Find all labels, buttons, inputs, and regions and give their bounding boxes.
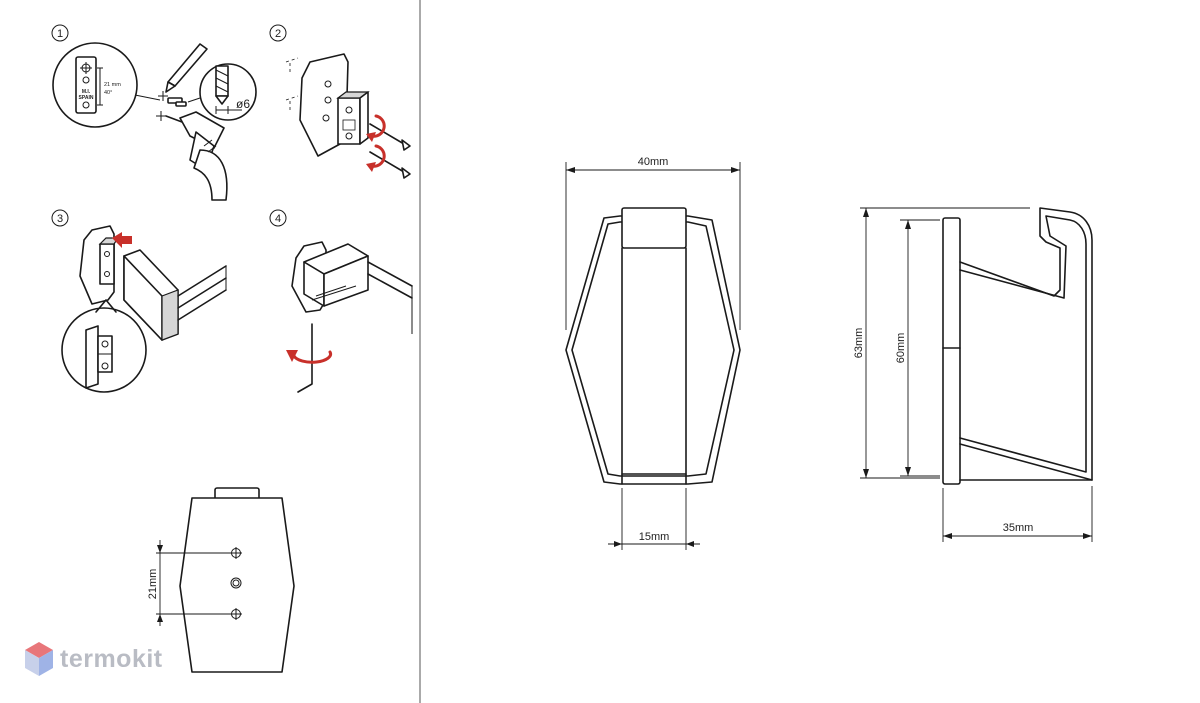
hole-spacing-dimension: 21mm	[147, 540, 232, 626]
detail-magnifier	[61, 299, 147, 393]
rotate-arrow-icon	[286, 350, 333, 364]
step-1-badge	[51, 24, 69, 42]
brand-name: termokit	[60, 644, 163, 673]
drill-icon	[165, 111, 228, 201]
step-4-badge	[269, 209, 287, 227]
push-arrow-icon	[112, 232, 132, 248]
towel-bar-end	[123, 249, 227, 341]
drill-diameter-text: ø6	[236, 97, 250, 111]
hole-spacing-text: 21mm	[147, 569, 159, 600]
side-view-drawing: 63mm 60mm 35mm	[853, 207, 1093, 542]
outer-height-text: 63mm	[853, 328, 865, 359]
drill-bit-magnifier: ø6	[187, 63, 257, 121]
step-1: 1 M.I. SPAIN 21 mm 40°	[51, 24, 257, 201]
depth-text: 15mm	[639, 531, 670, 543]
inner-height-dimension: 60mm	[895, 219, 940, 477]
projection-dimension: 35mm	[942, 486, 1093, 542]
front-view-drawing: 40mm 15mm	[565, 156, 741, 550]
depth-dimension: 15mm	[608, 488, 700, 550]
step-2-badge	[269, 24, 287, 42]
label-angle-text: 40°	[104, 90, 112, 96]
wall-marks	[156, 91, 187, 121]
inner-height-text: 60mm	[895, 333, 907, 364]
assembled-holder	[303, 243, 413, 334]
step-3-number: 3	[57, 213, 63, 225]
step-2: 2	[269, 24, 411, 179]
allen-key-icon	[297, 323, 313, 393]
step-3-badge	[51, 209, 69, 227]
cube-logo-icon	[25, 642, 53, 676]
step-2-number: 2	[275, 28, 281, 40]
label-dim-text: 21 mm	[104, 82, 121, 88]
step-1-number: 1	[57, 28, 63, 40]
rotate-arrow-icon	[366, 114, 386, 142]
step-3: 3	[51, 209, 227, 393]
step-4-number: 4	[275, 213, 281, 225]
width-dimension: 40mm	[565, 156, 741, 330]
backplate-drawing: 21mm	[147, 487, 295, 673]
screw-icon	[369, 151, 411, 179]
step-4: 4	[269, 209, 413, 393]
screw-icon	[369, 123, 411, 151]
width-text: 40mm	[638, 156, 669, 168]
label-text-1: M.I.	[82, 89, 91, 95]
label-magnifier: M.I. SPAIN 21 mm 40°	[52, 42, 161, 128]
pencil-icon	[165, 43, 208, 93]
label-text-2: SPAIN	[79, 95, 94, 101]
projection-text: 35mm	[1003, 522, 1034, 534]
rotate-arrow-icon	[366, 144, 386, 172]
brand-logo: termokit	[24, 640, 163, 678]
outer-height-dimension: 63mm	[853, 207, 1030, 479]
